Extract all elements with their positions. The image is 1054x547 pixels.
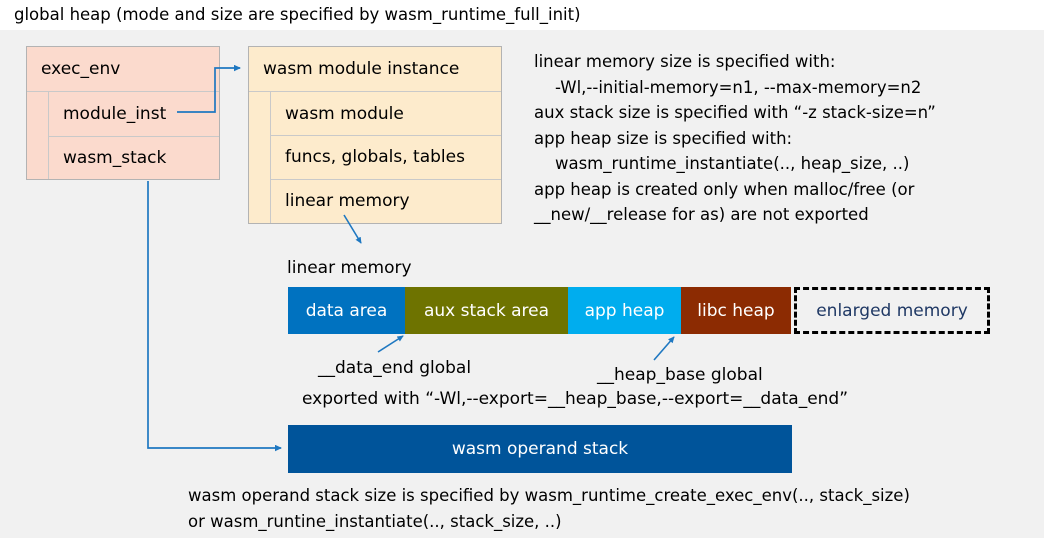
linear-memory-note: linear memory size is specified with: -W…: [534, 52, 936, 224]
exec-env-header: exec_env: [27, 47, 219, 92]
wasm-module-instance-field-list: wasm module funcs, globals, tables linea…: [271, 92, 501, 223]
wasm-module-instance-field-linear-memory: linear memory: [271, 178, 501, 222]
operand-stack-note: wasm operand stack size is specified by …: [188, 486, 910, 531]
memory-segment-enlarged-memory: enlarged memory: [794, 287, 990, 334]
exec-env-fields: module_inst wasm_stack: [27, 92, 219, 179]
wasm-module-instance-field-funcs-globals-tables: funcs, globals, tables: [271, 135, 501, 178]
exec-env-box: exec_env module_inst wasm_stack: [26, 46, 220, 180]
memory-segment-app-heap: app heap: [568, 287, 681, 334]
memory-segment-aux-stack-area: aux stack area: [405, 287, 568, 334]
wasm-module-instance-fields: wasm module funcs, globals, tables linea…: [249, 92, 501, 223]
linear-memory-bar-label: linear memory: [287, 258, 412, 278]
page-title: global heap (mode and size are specified…: [14, 5, 581, 24]
exec-env-field-list: module_inst wasm_stack: [49, 92, 219, 179]
wasm-module-instance-gutter: [249, 92, 271, 223]
exec-env-field-module-inst: module_inst: [63, 103, 167, 124]
linear-memory-bar: data area aux stack area app heap libc h…: [288, 287, 990, 334]
annotation-data-end-global: __data_end global: [318, 358, 472, 378]
wasm-operand-stack-box: wasm operand stack: [288, 425, 792, 473]
wasm-module-instance-box: wasm module instance wasm module funcs, …: [248, 46, 502, 224]
wasm-module-instance-header: wasm module instance: [249, 47, 501, 92]
memory-segment-libc-heap: libc heap: [681, 287, 791, 334]
exec-env-gutter: [27, 92, 49, 179]
wasm-module-instance-field-wasm-module: wasm module: [285, 103, 404, 124]
exec-env-field-wasm-stack: wasm_stack: [49, 135, 219, 180]
memory-segment-data-area: data area: [288, 287, 405, 334]
annotation-heap-base-global: __heap_base global: [597, 365, 763, 385]
annotation-exported-with: exported with “-Wl,--export=__heap_base,…: [302, 389, 849, 409]
